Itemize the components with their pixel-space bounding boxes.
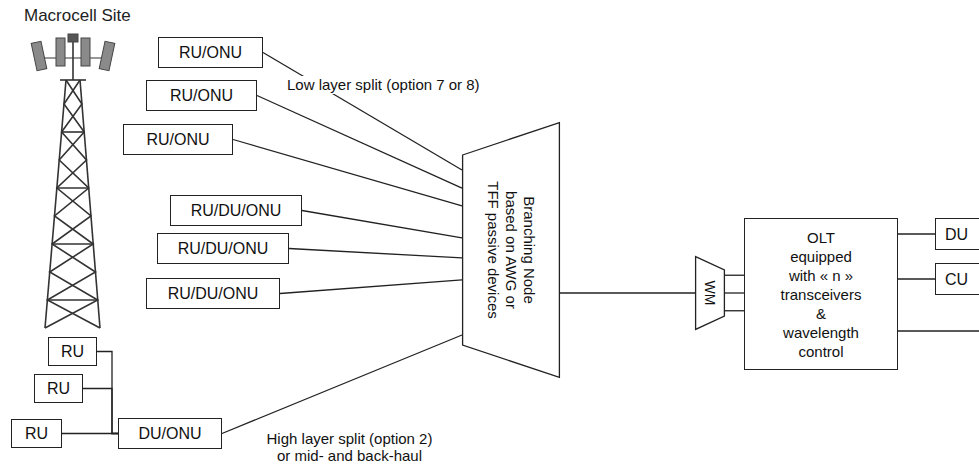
node-label: WM — [702, 273, 718, 313]
connector-line — [725, 310, 744, 311]
node-label: RU/DU/ONU — [178, 239, 269, 258]
antenna-panel — [99, 41, 115, 70]
note-text: Low layer split (option 7 or 8) — [285, 76, 482, 94]
node-label: RU/DU/ONU — [191, 201, 282, 220]
connector-line — [280, 280, 462, 294]
connector-line — [97, 352, 118, 434]
connector-line — [289, 249, 462, 258]
radio-distributed-unit-box: RU/DU/ONU — [157, 233, 289, 264]
tower-rung — [62, 131, 85, 133]
radio-unit-box: RU — [34, 374, 83, 403]
connector-line — [257, 96, 462, 189]
node-label: Branching Node based on AWG or TFF passi… — [484, 179, 538, 321]
olt-output-line — [898, 330, 979, 331]
radio-unit-box: RU — [11, 419, 62, 448]
node-label: RU — [25, 424, 48, 443]
connector-line — [83, 389, 118, 434]
node-label: RU/ONU — [179, 43, 242, 62]
node-label: DU/ONU — [138, 424, 201, 443]
diagram-title: Macrocell Site — [22, 6, 133, 26]
radio-unit-box: RU/ONU — [158, 37, 263, 68]
distributed-unit-box: DU/ONU — [118, 418, 222, 449]
node-label: RU/DU/ONU — [168, 284, 259, 303]
tower-rung — [52, 243, 93, 245]
node-label: RU — [61, 342, 84, 361]
antenna-bar — [40, 57, 106, 58]
olt-box: OLT equipped with « n » transceivers & w… — [744, 218, 898, 370]
antenna-panel — [56, 38, 65, 66]
connector-line — [725, 292, 744, 293]
radio-distributed-unit-box: RU/DU/ONU — [146, 278, 280, 309]
split-note: Low layer split (option 7 or 8) — [285, 76, 482, 94]
connector-line — [62, 433, 118, 434]
radio-unit-box: RU/ONU — [146, 80, 257, 111]
branching-node: Branching Node based on AWG or TFF passi… — [462, 122, 560, 378]
node-label: RU/ONU — [146, 130, 209, 149]
wavelength-mux: WM — [695, 256, 725, 330]
connector-line — [725, 275, 744, 276]
title-text: Macrocell Site — [22, 6, 133, 26]
connector-line — [302, 211, 462, 238]
radio-unit-box: RU/ONU — [123, 124, 233, 155]
node-label: CU — [945, 270, 968, 289]
node-label: RU/ONU — [170, 86, 233, 105]
split-note: High layer split (option 2) or mid- and … — [262, 430, 437, 464]
tower-mast — [72, 40, 74, 80]
node-label: OLT equipped with « n » transceivers & w… — [777, 228, 865, 361]
tower-rung — [57, 187, 89, 189]
connector-line — [898, 278, 935, 279]
connector-line — [898, 233, 935, 234]
trapezoid-outline — [696, 257, 725, 330]
connector-line — [222, 335, 462, 434]
trapezoid-outline — [463, 123, 560, 378]
tower-rung — [47, 299, 97, 301]
node-label: DU — [945, 225, 968, 244]
cu-box: CU — [935, 263, 979, 295]
antenna-panel — [81, 38, 90, 66]
node-label: RU — [47, 379, 70, 398]
radio-unit-box: RU — [48, 337, 97, 366]
antenna-panel — [31, 41, 47, 70]
note-text: High layer split (option 2) or mid- and … — [262, 430, 437, 464]
tower-bracing — [47, 80, 100, 328]
connector-line — [560, 292, 695, 293]
tower-lattice — [40, 40, 106, 328]
radio-distributed-unit-box: RU/DU/ONU — [170, 195, 302, 226]
mast-head — [68, 34, 78, 42]
du-box: DU — [935, 218, 979, 250]
antenna-panels — [31, 34, 115, 71]
